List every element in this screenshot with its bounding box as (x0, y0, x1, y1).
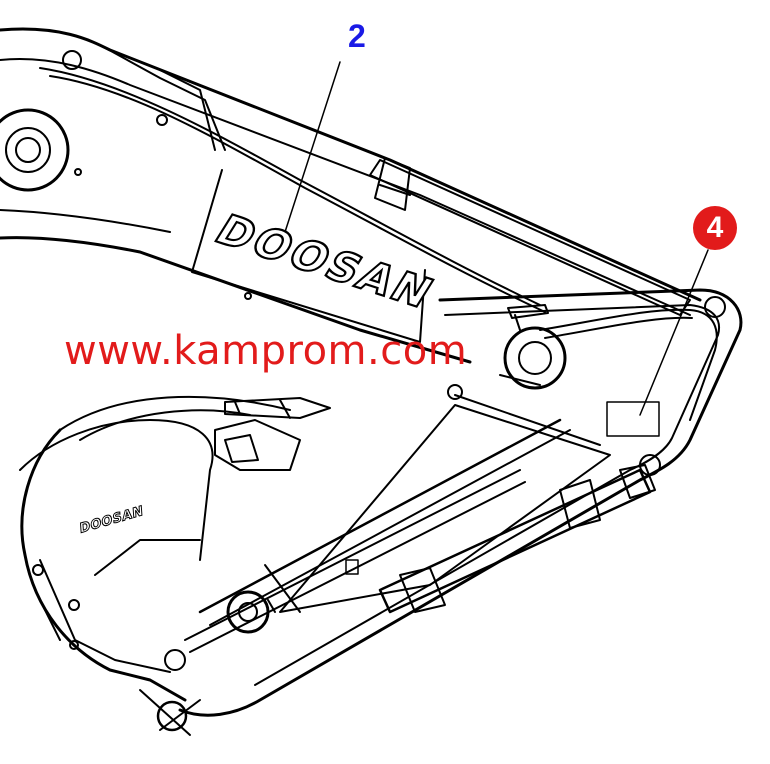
arm (178, 288, 743, 717)
callout-number-4: 4 (693, 206, 737, 250)
bucket (19, 395, 331, 736)
doosan-bucket-decal-text: DOOSAN (79, 504, 144, 537)
callout-number-2: 2 (348, 18, 366, 54)
watermark-url: www.kamprom.com (64, 328, 468, 374)
boom (0, 27, 702, 390)
callout-leader-4 (639, 249, 709, 416)
bucket-cylinder (378, 464, 656, 614)
callout-leader-2 (284, 61, 341, 233)
